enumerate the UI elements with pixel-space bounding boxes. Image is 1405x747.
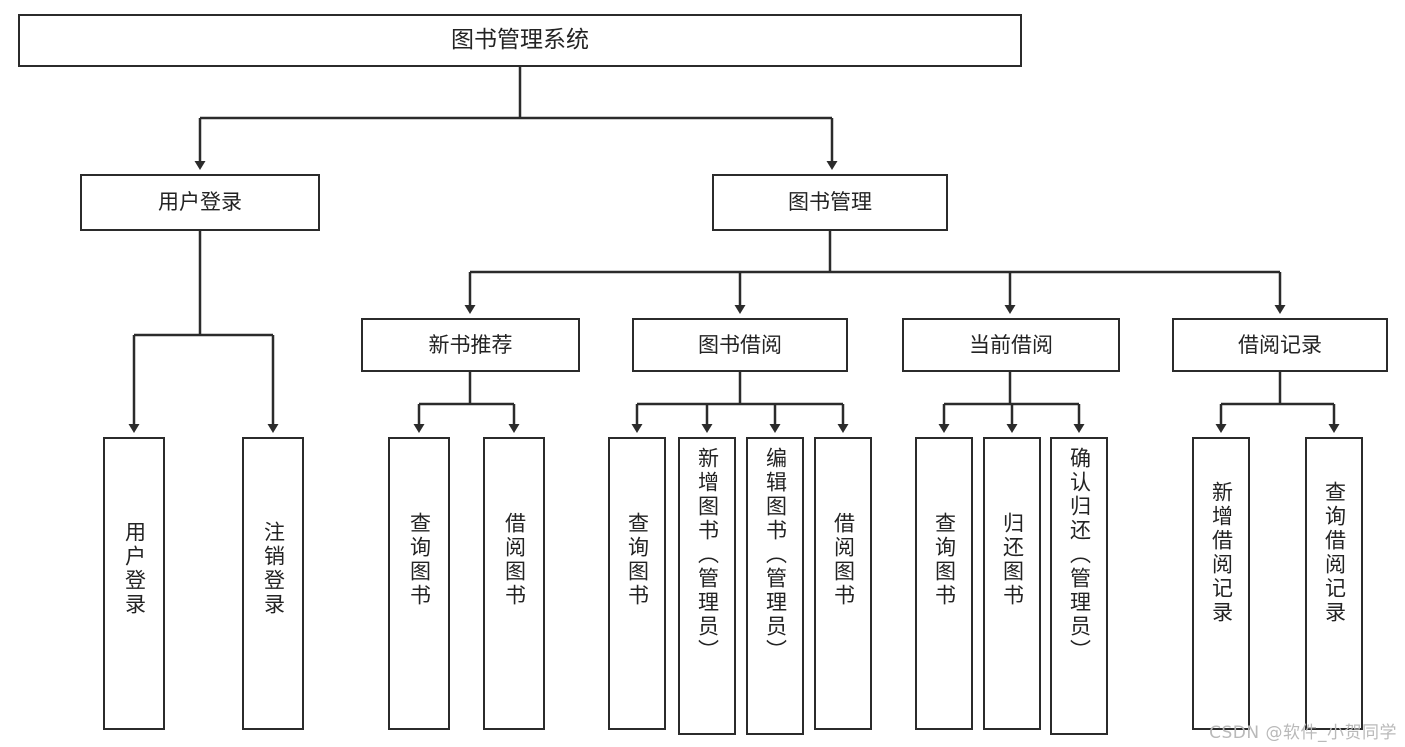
node-leaf-borrow-book-1-label: 借阅图书 bbox=[502, 512, 527, 608]
node-current-borrow-label: 当前借阅 bbox=[969, 332, 1053, 357]
node-root[interactable]: 图书管理系统 bbox=[18, 14, 1022, 67]
node-leaf-edit-book-label: 编辑图书（管理员） bbox=[763, 447, 788, 663]
node-leaf-add-book-label: 新增图书（管理员） bbox=[695, 447, 720, 663]
node-borrow-record-label: 借阅记录 bbox=[1238, 332, 1322, 357]
node-leaf-query-book-2[interactable]: 查询图书 bbox=[608, 437, 666, 730]
node-new-book-rec-label: 新书推荐 bbox=[428, 332, 513, 357]
node-leaf-user-login[interactable]: 用户登录 bbox=[103, 437, 165, 730]
node-root-label: 图书管理系统 bbox=[451, 26, 589, 53]
node-leaf-logout-label: 注销登录 bbox=[261, 521, 286, 617]
node-leaf-query-record-label: 查询借阅记录 bbox=[1322, 481, 1347, 625]
node-book-manage[interactable]: 图书管理 bbox=[712, 174, 948, 231]
node-leaf-borrow-book-2-label: 借阅图书 bbox=[831, 512, 856, 608]
node-leaf-return-book-label: 归还图书 bbox=[1000, 512, 1025, 608]
node-leaf-query-book-2-label: 查询图书 bbox=[625, 512, 650, 608]
node-user-login[interactable]: 用户登录 bbox=[80, 174, 320, 231]
node-leaf-query-book-1[interactable]: 查询图书 bbox=[388, 437, 450, 730]
node-leaf-query-book-3[interactable]: 查询图书 bbox=[915, 437, 973, 730]
node-leaf-borrow-book-1[interactable]: 借阅图书 bbox=[483, 437, 545, 730]
node-book-manage-label: 图书管理 bbox=[788, 190, 872, 215]
node-leaf-add-record[interactable]: 新增借阅记录 bbox=[1192, 437, 1250, 730]
node-leaf-query-record[interactable]: 查询借阅记录 bbox=[1305, 437, 1363, 730]
node-book-borrow-label: 图书借阅 bbox=[698, 332, 782, 357]
node-book-borrow[interactable]: 图书借阅 bbox=[632, 318, 848, 372]
node-user-login-label: 用户登录 bbox=[158, 190, 242, 215]
node-leaf-add-record-label: 新增借阅记录 bbox=[1209, 481, 1234, 625]
node-leaf-confirm-return-label: 确认归还（管理员） bbox=[1067, 447, 1092, 663]
csdn-watermark: CSDN @软件_小贺同学 bbox=[1209, 723, 1397, 743]
node-leaf-borrow-book-2[interactable]: 借阅图书 bbox=[814, 437, 872, 730]
node-leaf-query-book-1-label: 查询图书 bbox=[407, 512, 432, 608]
node-leaf-query-book-3-label: 查询图书 bbox=[932, 512, 957, 608]
node-current-borrow[interactable]: 当前借阅 bbox=[902, 318, 1120, 372]
node-leaf-return-book[interactable]: 归还图书 bbox=[983, 437, 1041, 730]
node-leaf-user-login-label: 用户登录 bbox=[122, 521, 147, 617]
node-new-book-rec[interactable]: 新书推荐 bbox=[361, 318, 580, 372]
node-leaf-add-book[interactable]: 新增图书（管理员） bbox=[678, 437, 736, 735]
node-leaf-logout[interactable]: 注销登录 bbox=[242, 437, 304, 730]
node-leaf-confirm-return[interactable]: 确认归还（管理员） bbox=[1050, 437, 1108, 735]
node-borrow-record[interactable]: 借阅记录 bbox=[1172, 318, 1388, 372]
node-leaf-edit-book[interactable]: 编辑图书（管理员） bbox=[746, 437, 804, 735]
